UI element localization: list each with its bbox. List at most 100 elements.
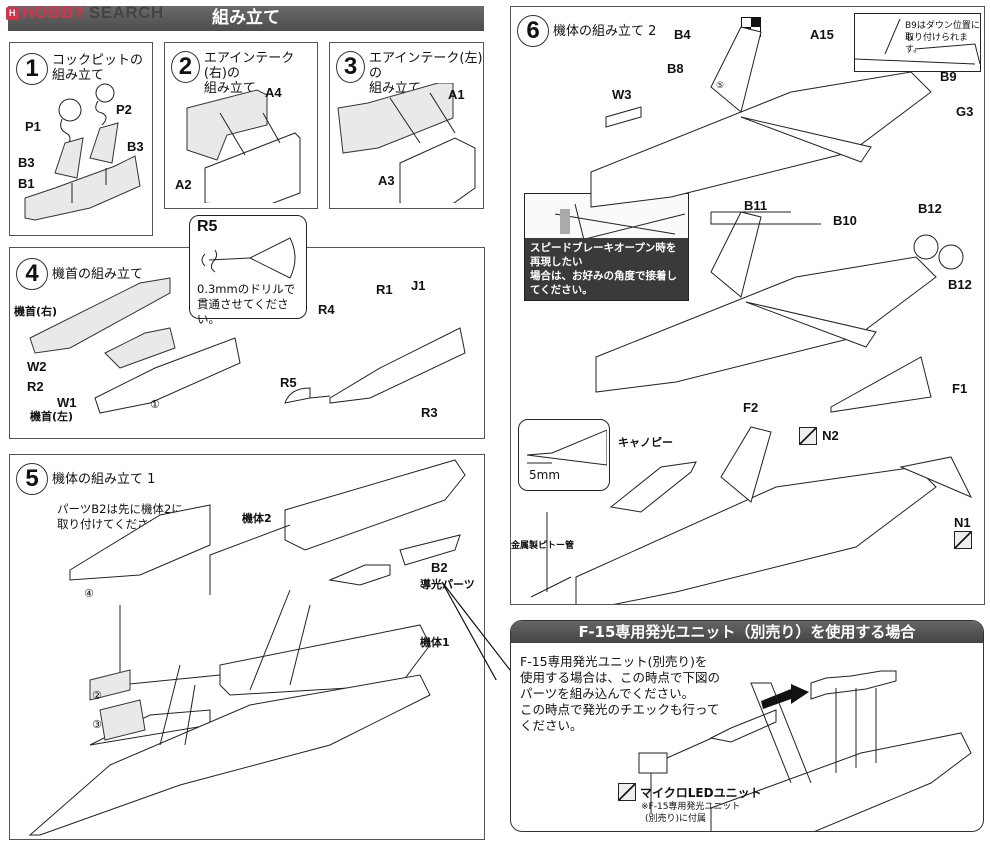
f15-body-line: ください。 (520, 718, 583, 733)
part-label: 機首(左) (30, 410, 74, 423)
f15-body-line: パーツを組み込んでください。 (520, 686, 695, 701)
part-label: B9 (940, 69, 957, 84)
callout-note-line2: 貫通させてください。 (197, 297, 289, 326)
step-title-line1: エアインテーク(右)の (203, 51, 295, 81)
fuselage-assembly-2-diagram (530, 26, 973, 604)
b9-note-line1: B9はダウン位置にも (905, 21, 980, 43)
part-label: N2 (822, 428, 839, 443)
led-unit-label-group: マイクロLEDユニット (618, 783, 762, 801)
part-label: F2 (743, 400, 759, 415)
step-number: 1 (16, 53, 48, 85)
nose-assembly-diagram (29, 277, 466, 414)
part-label: R3 (421, 405, 438, 420)
led-note-line2: (別売り)に付属 (645, 814, 707, 824)
n2-decal: N2 (799, 425, 839, 445)
led-unit-label: マイクロLEDユニット (640, 785, 762, 800)
b9-inset: B9はダウン位置にも 取り付けられます。 (854, 13, 981, 72)
f15-body-line: 使用する場合は、この時点で下図の (520, 670, 721, 685)
speedbrake-note-line1: スピードブレーキオープン時を再現したい (530, 242, 677, 268)
step-5-panel: 5 機体の組み立て 1 パーツB2は先に機体2に 取り付けてください。 機体2 … (9, 454, 485, 840)
part-label: R2 (27, 379, 44, 394)
step-ref: ⑤ (716, 81, 725, 91)
r5-nose-cone-diagram (201, 237, 296, 279)
part-label: P1 (25, 119, 41, 134)
f15-body: F-15専用発光ユニット(別売り)を 使用する場合は、この時点で下図の パーツを… (520, 654, 720, 734)
part-label: G3 (956, 104, 974, 119)
step-number: 5 (16, 463, 48, 495)
callout-note-line1: 0.3mmのドリルで (197, 282, 296, 296)
step-title: 機体の組み立て 1 (52, 471, 156, 487)
n1-decal (954, 529, 972, 549)
step-title: 機体の組み立て 2 (553, 23, 657, 39)
b9-note-line2: 取り付けられます。 (905, 33, 969, 55)
step-ref: ③ (92, 718, 102, 731)
pitot-measure: 5mm (529, 468, 561, 482)
brand-hobby: HOBBY (22, 3, 86, 22)
part-label: A15 (810, 27, 834, 42)
intake-right-diagram (186, 89, 301, 203)
part-label: W2 (27, 359, 47, 374)
part-label: W3 (612, 87, 632, 102)
brand-logo: H HOBBY SEARCH (6, 3, 164, 23)
part-label: J1 (411, 278, 426, 293)
part-label: A2 (175, 177, 192, 192)
part-label: P2 (116, 102, 132, 117)
step-number: 3 (336, 51, 366, 83)
part-label: A4 (265, 85, 282, 100)
step-number: 6 (517, 15, 549, 47)
step-3-panel: 3 エアインテーク(左)の組み立て A1 A3 (329, 42, 484, 209)
step-title-line2: 組み立て (203, 81, 256, 96)
speedbrake-inset: スピードブレーキオープン時を再現したい 場合は、お好みの角度で接着してください。 (524, 193, 689, 301)
step-title-line1: エアインテーク(左)の (369, 51, 483, 81)
decal-icon (618, 783, 636, 801)
part-label: A3 (378, 173, 395, 188)
brand-mark-icon: H (6, 6, 19, 20)
fuselage-assembly-1-diagram (28, 459, 466, 836)
step-title-line1: コックピットの (52, 53, 144, 68)
part-label: B12 (918, 201, 942, 216)
part-label: 導光パーツ (420, 578, 475, 591)
cockpit-diagram (24, 83, 141, 221)
step-1-panel: 1 コックピットの組み立て P1 P2 B3 B3 B1 (9, 42, 153, 236)
part-label: B4 (674, 27, 691, 42)
intake-left-diagram (337, 83, 476, 203)
speedbrake-note-line2: 場合は、お好みの角度で接着してください。 (530, 270, 677, 296)
page-title: 組み立て (212, 8, 280, 28)
part-label: R1 (376, 282, 393, 297)
step-number: 2 (171, 51, 200, 83)
part-label: 機首(右) (14, 305, 58, 318)
step-title: 機首の組み立て (52, 266, 144, 282)
r5-drill-callout: R5 0.3mmのドリルで 貫通させてください。 (189, 215, 307, 326)
part-label: 金属製ピトー管 (511, 541, 575, 551)
decal-icon (799, 426, 817, 445)
part-label: B10 (833, 213, 857, 228)
part-label: 機体1 (420, 636, 450, 649)
step-2-panel: 2 エアインテーク(右)の組み立て A4 A2 (164, 42, 318, 209)
callout-label: R5 (197, 218, 218, 235)
step-ref: ① (150, 398, 160, 411)
part-label: B12 (948, 277, 972, 292)
part-label: B11 (744, 198, 768, 213)
step-ref: ② (92, 689, 102, 702)
f15-body-line: この時点で発光のチエックも行って (520, 702, 720, 717)
f15-section-title: F-15専用発光ユニット（別売り）を使用する場合 (511, 621, 983, 643)
step-6-panel: 6 機体の組み立て 2 B9はダウン位置にも 取り付けられます。 スピードブレー… (510, 6, 985, 605)
f15-light-unit-panel: F-15専用発光ユニット（別売り）を使用する場合 F-15専用発光ユニット(別売… (510, 620, 984, 832)
brand-search: SEARCH (88, 3, 164, 22)
light-unit-diagram (638, 670, 972, 831)
part-label: B1 (18, 176, 35, 191)
callout-pointer (441, 581, 511, 680)
part-label: R4 (318, 302, 335, 317)
part-label: A1 (448, 87, 465, 102)
part-label: B3 (127, 139, 144, 154)
pitot-callout: 5mm (518, 419, 610, 491)
part-label: キャノピー (618, 436, 673, 449)
step-number: 4 (16, 258, 48, 290)
decal-icon (954, 530, 972, 549)
part-label: F1 (952, 381, 968, 396)
step-title-line2: 組み立て (52, 68, 105, 83)
part-label: B3 (18, 155, 35, 170)
f15-body-line: F-15専用発光ユニット(別売り)を (520, 654, 708, 669)
part-label: W1 (57, 395, 77, 410)
led-note: ※F-15専用発光ユニット (別売り)に付属 (641, 801, 740, 825)
